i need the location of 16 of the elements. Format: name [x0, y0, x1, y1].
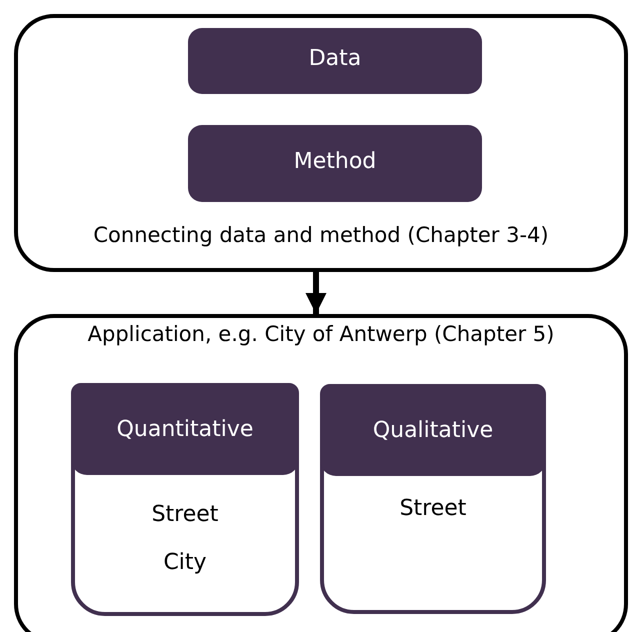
group-box — [14, 14, 628, 272]
list-item: City — [162, 550, 208, 575]
list-item: Street — [150, 502, 220, 527]
box-label: Data — [308, 46, 362, 71]
group-title: Connecting data and method (Chapter 3-4) — [92, 223, 550, 247]
box-label: Quantitative — [116, 417, 254, 442]
box-label: Method — [292, 149, 378, 174]
category-card — [71, 383, 299, 616]
group-title: Application, e.g. City of Antwerp (Chapter 5) — [86, 322, 556, 346]
category-card — [320, 384, 546, 614]
process-box — [188, 125, 482, 202]
group-box — [14, 314, 628, 632]
arrow — [306, 272, 326, 314]
list-item: Street — [398, 496, 468, 521]
box-label: Qualitative — [372, 418, 494, 443]
process-box — [188, 28, 482, 94]
